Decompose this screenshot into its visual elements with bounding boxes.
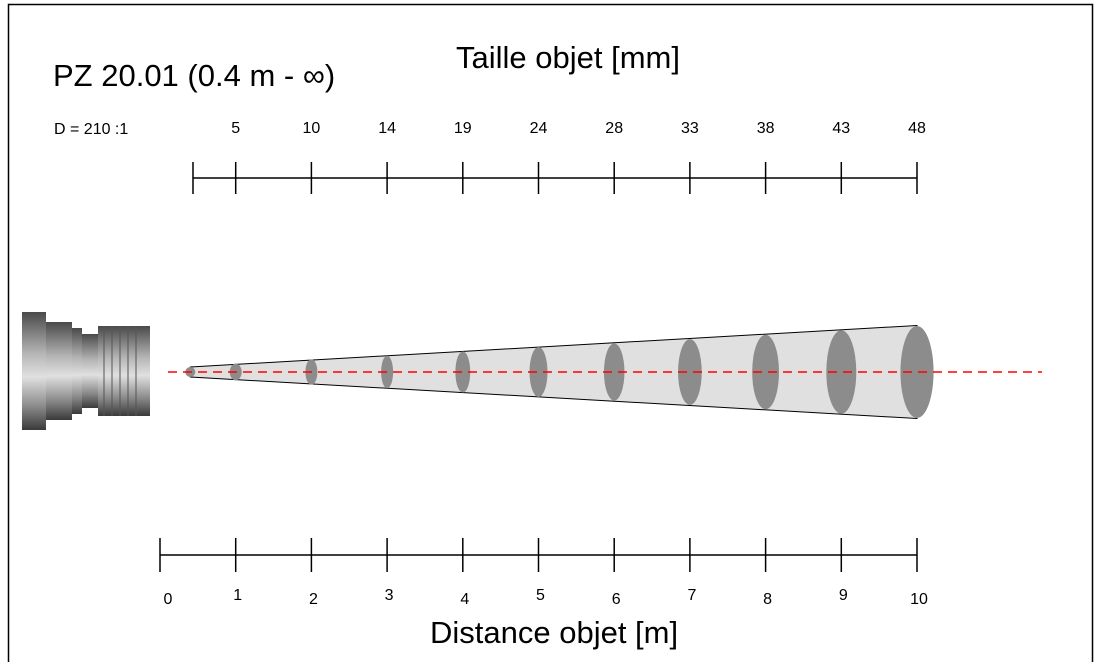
spot-ellipse [752, 334, 780, 410]
distance-label: 0 [164, 591, 173, 608]
spot-ellipse [455, 351, 471, 393]
diagram-title: PZ 20.01 (0.4 m - ∞) [53, 58, 335, 93]
spot-ellipse [603, 343, 625, 401]
distance-label: 1 [233, 587, 242, 604]
distance-label: 6 [612, 591, 621, 608]
distance-label: 2 [309, 591, 318, 608]
spot-ellipse [900, 326, 934, 418]
spot-size-label: 24 [530, 120, 548, 137]
spot-size-label: 28 [605, 120, 623, 137]
spot-ellipse [381, 355, 394, 389]
diagram-border [7, 3, 1094, 662]
spot-size-label: 5 [231, 120, 240, 137]
spot-ellipse [529, 347, 548, 397]
distance-label: 3 [385, 587, 394, 604]
spot-size-label: 10 [303, 120, 321, 137]
distance-label: 10 [910, 591, 928, 608]
distance-label: 5 [536, 587, 545, 604]
distance-label: 7 [687, 587, 696, 604]
spot-size-label: 19 [454, 120, 472, 137]
distance-label: 9 [839, 587, 848, 604]
ratio-label: D = 210 :1 [54, 121, 128, 138]
bottom-axis-title: Distance objet [m] [430, 615, 678, 650]
sensor-icon [22, 312, 150, 430]
measurement-cone [189, 324, 918, 420]
spot-size-label: 38 [757, 120, 775, 137]
distance-label: 8 [763, 591, 772, 608]
spot-size-label: 48 [908, 120, 926, 137]
spot-size-label: 43 [832, 120, 850, 137]
distance-label: 4 [460, 591, 469, 608]
spot-size-label: 14 [378, 120, 396, 137]
top-axis-title: Taille objet [mm] [456, 40, 680, 75]
spot-size-label: 33 [681, 120, 699, 137]
spot-ellipse [826, 330, 857, 414]
spot-ellipse [678, 339, 702, 405]
